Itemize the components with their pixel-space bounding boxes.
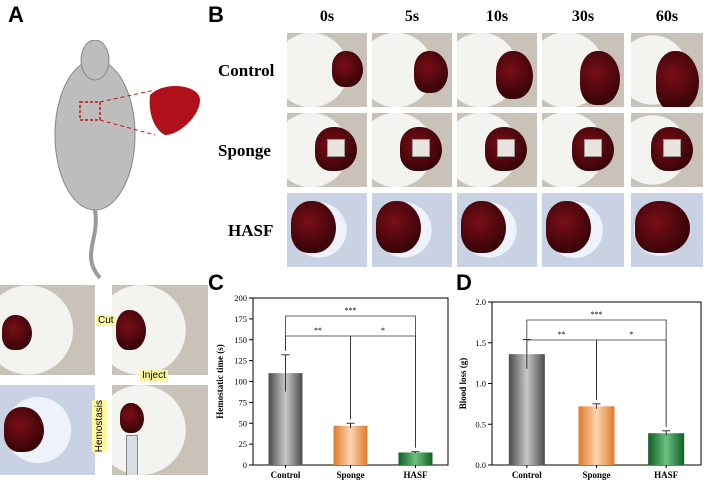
y-tick-label: 50 [239, 418, 248, 428]
mouse-head [80, 40, 110, 81]
panel-label-a: A [8, 2, 24, 27]
y-tick-label: 2.0 [475, 297, 486, 307]
photo-sponge-0s [287, 113, 367, 187]
y-tick-label: 100 [234, 377, 247, 387]
time-label-10s: 10s [485, 8, 509, 25]
x-tick-label-sponge: Sponge [336, 470, 364, 480]
step-label-cut: Cut [96, 315, 116, 326]
photo-sponge-10s [457, 113, 537, 187]
significance-bracket [596, 339, 667, 427]
time-label-30s: 30s [571, 8, 595, 25]
y-tick-label: 200 [234, 293, 247, 303]
liver-icon [149, 85, 200, 135]
time-label-0s: 0s [319, 8, 335, 25]
y-tick-label: 0.0 [475, 460, 486, 470]
procedure-photo-4 [112, 385, 208, 475]
significance-label: * [629, 330, 633, 339]
bar-sponge [578, 406, 615, 465]
row-label-sponge: Sponge [218, 141, 271, 160]
photo-sponge-60s [631, 113, 703, 187]
photo-control-0s [287, 33, 367, 107]
significance-bracket [350, 335, 416, 448]
bar-control [508, 354, 545, 465]
x-tick-label-hasf: HASF [654, 470, 679, 480]
photo-hasf-0s [287, 193, 367, 267]
procedure-photo-3 [0, 385, 95, 475]
bar-hasf [398, 452, 433, 465]
photo-hasf-10s [457, 193, 537, 267]
panel-label-d: D [456, 270, 472, 295]
y-axis-label: Blood loss (g) [458, 358, 468, 410]
photo-control-30s [542, 33, 624, 107]
mouse-illustration [54, 40, 200, 280]
y-tick-label: 175 [234, 314, 247, 324]
photo-hasf-5s [372, 193, 452, 267]
significance-label: *** [591, 310, 603, 319]
procedure-photo-2 [112, 285, 208, 375]
x-tick-label-sponge: Sponge [582, 470, 610, 480]
step-label-hemostasis: Hemostasis [92, 400, 107, 453]
syringe-icon [126, 435, 138, 475]
y-tick-label: 0.5 [475, 419, 486, 429]
photo-sponge-5s [372, 113, 452, 187]
time-label-60s: 60s [655, 8, 679, 25]
x-tick-label-control: Control [271, 470, 301, 480]
time-label-5s: 5s [404, 8, 420, 25]
photo-control-10s [457, 33, 537, 107]
row-label-hasf: HASF [228, 221, 274, 240]
significance-label: ** [314, 326, 322, 335]
photo-control-5s [372, 33, 452, 107]
y-axis-label: Hemostatic time (s) [215, 344, 225, 418]
step-label-inject: Inject [140, 370, 168, 381]
y-tick-label: 25 [239, 439, 248, 449]
row-label-control: Control [218, 61, 275, 80]
mouse-tail [89, 209, 102, 280]
procedure-photo-1 [0, 285, 95, 375]
y-tick-label: 1.0 [475, 379, 486, 389]
significance-label: ** [558, 330, 566, 339]
photo-control-60s [631, 33, 703, 107]
significance-label: * [381, 326, 385, 335]
photo-hasf-60s [631, 193, 703, 267]
y-tick-label: 0 [243, 460, 247, 470]
y-tick-label: 150 [234, 335, 247, 345]
y-tick-label: 125 [234, 356, 247, 366]
photo-hasf-30s [542, 193, 624, 267]
x-tick-label-control: Control [512, 470, 542, 480]
panel-label-b: B [208, 2, 224, 27]
x-tick-label-hasf: HASF [403, 470, 428, 480]
panel-label-c: C [208, 270, 224, 295]
y-tick-label: 75 [239, 397, 248, 407]
bar-sponge [333, 425, 368, 465]
significance-label: *** [345, 306, 357, 315]
bar-hasf [648, 433, 685, 465]
photo-sponge-30s [542, 113, 624, 187]
y-tick-label: 1.5 [475, 338, 486, 348]
mouse-body [54, 59, 136, 211]
incision-box [79, 101, 101, 121]
